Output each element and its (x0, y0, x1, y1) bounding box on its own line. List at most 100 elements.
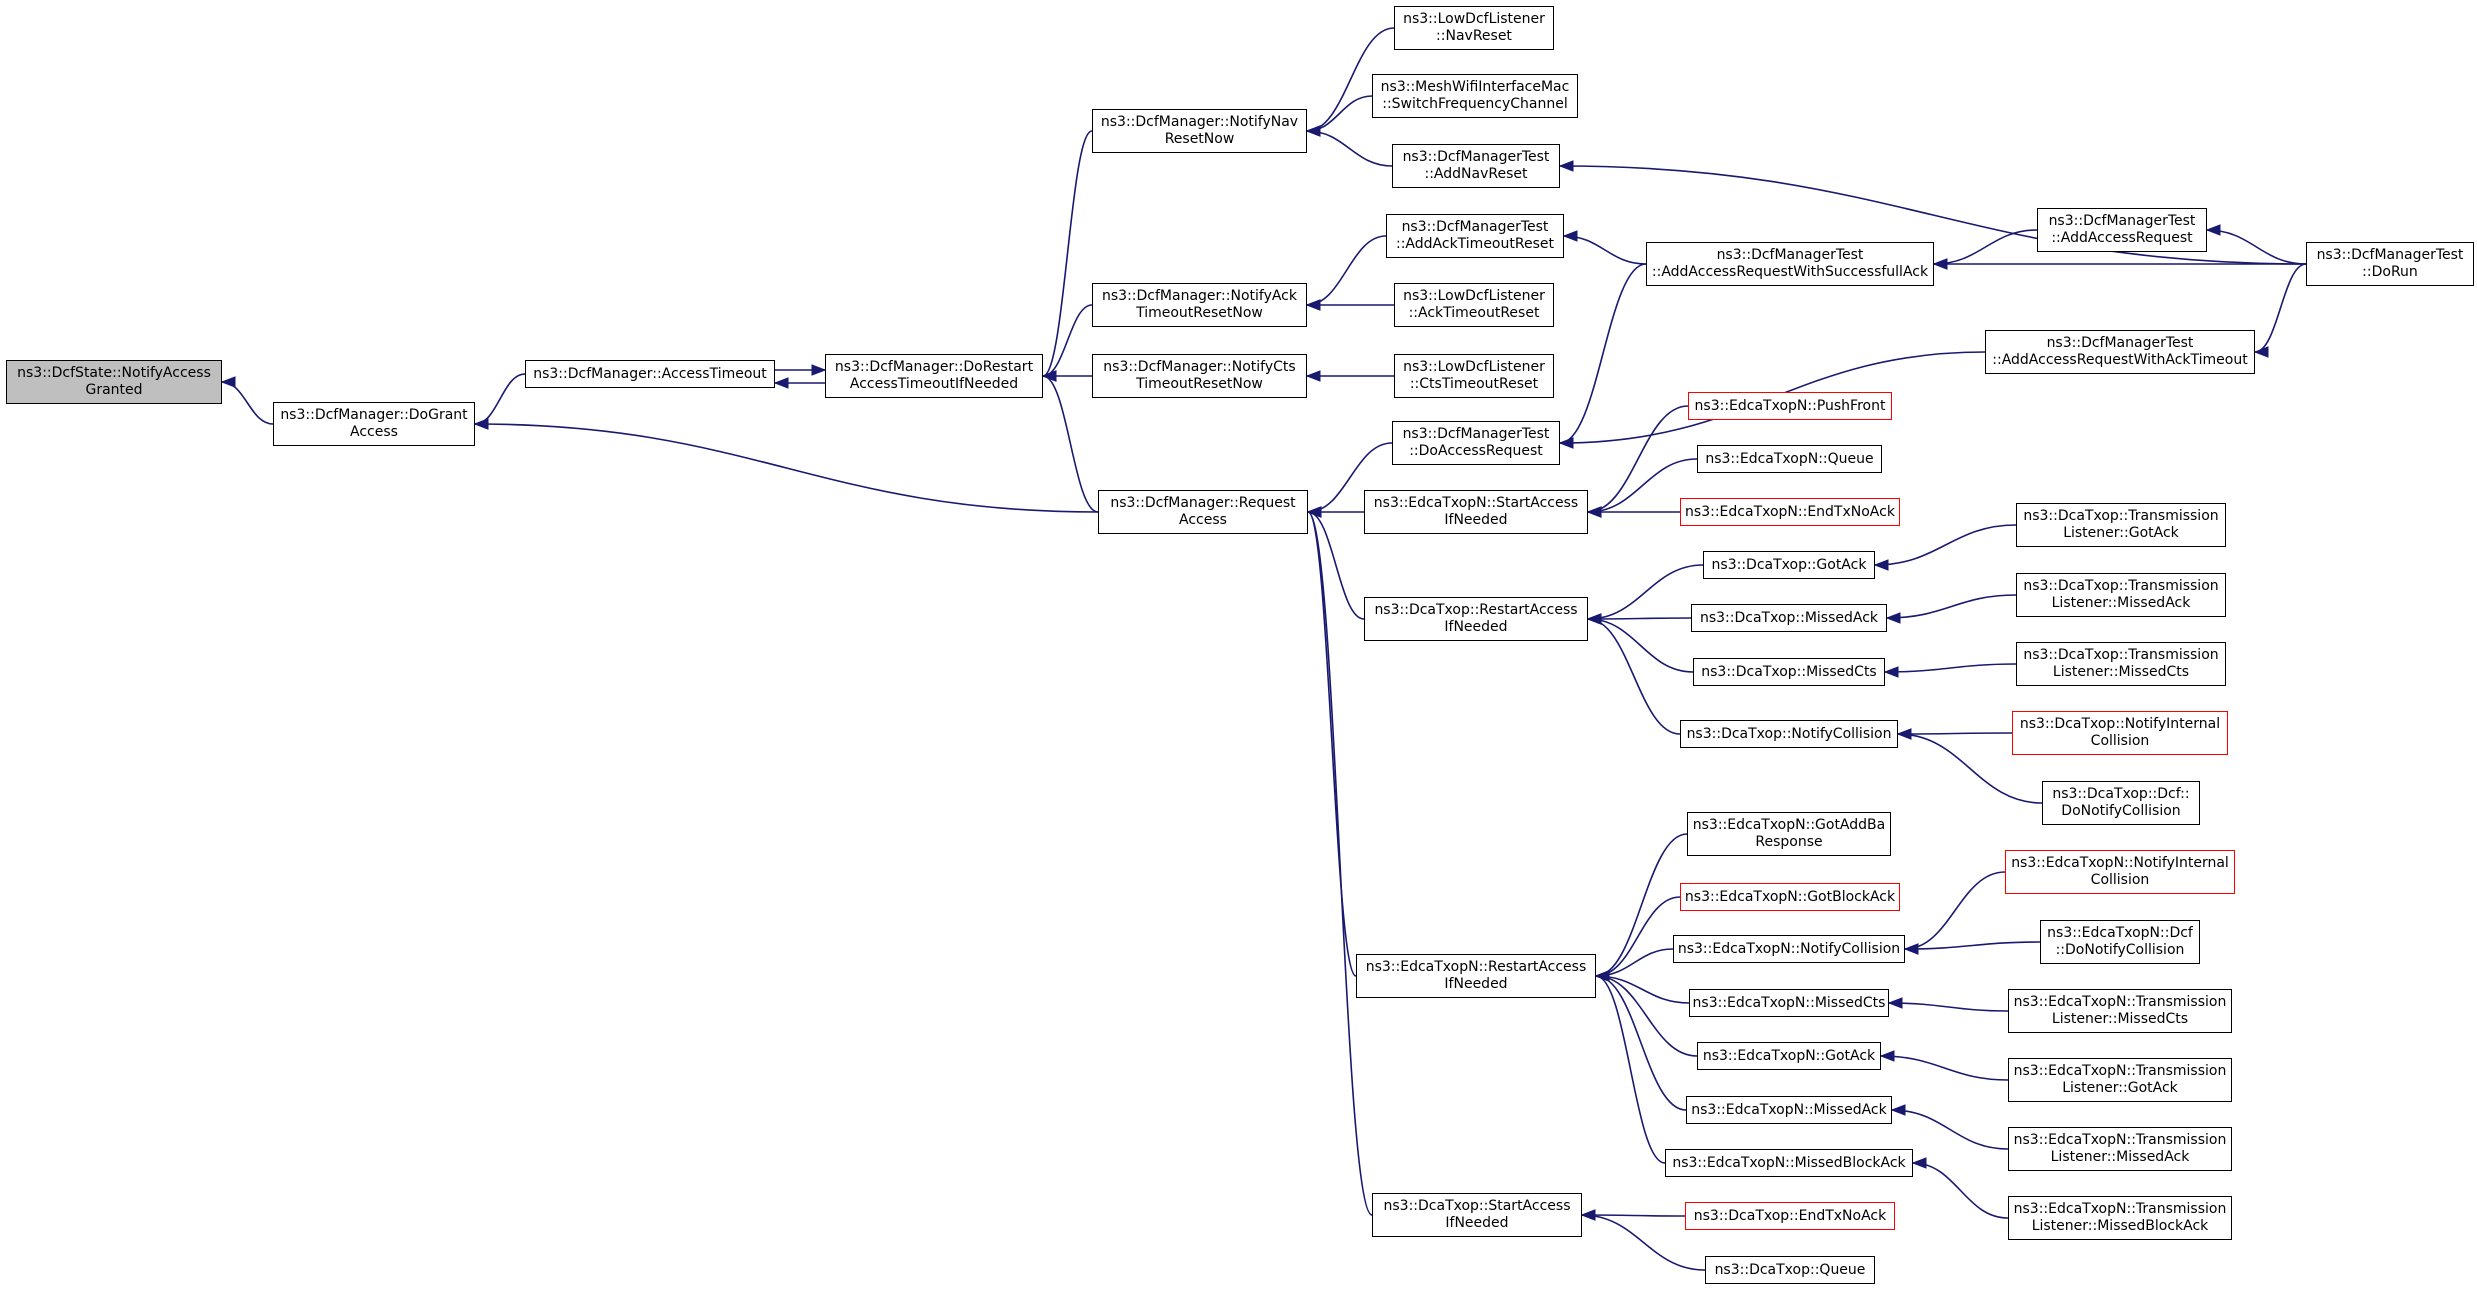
call-edge-n30-n26 (1886, 594, 2017, 619)
arrowhead-n14-n11 (1562, 230, 1578, 242)
arrowhead-n13-n7 (1305, 370, 1321, 382)
call-edge-n44-n38 (1888, 1002, 2009, 1012)
arrowhead-n16-n14 (1932, 258, 1948, 270)
graph-node-n20[interactable]: ns3::EdcaTxopN::StartAccess IfNeeded (1364, 490, 1588, 534)
graph-node-n14[interactable]: ns3::DcfManagerTest ::AddAccessRequestWi… (1646, 242, 1934, 286)
graph-node-n2[interactable]: ns3::DcfManager::DoGrant Access (273, 402, 475, 446)
graph-node-n3[interactable]: ns3::DcfManager::AccessTimeout (525, 360, 775, 388)
graph-node-n16[interactable]: ns3::DcfManagerTest ::DoRun (2306, 242, 2474, 286)
arrowhead-n33-n28 (1896, 728, 1912, 740)
call-edge-n32-n28 (1897, 732, 2013, 735)
arrowhead-n31-n27 (1883, 666, 1899, 678)
arrowhead-n23-n20 (1586, 506, 1602, 518)
call-edge-n43-n37 (1904, 941, 2041, 950)
graph-node-n12[interactable]: ns3::LowDcfListener ::AckTimeoutReset (1394, 283, 1554, 327)
graph-node-n15[interactable]: ns3::DcfManagerTest ::AddAccessRequest (2037, 208, 2207, 252)
call-edge-n48-n18 (1307, 511, 1373, 1216)
call-edge-n36-n34 (1595, 896, 1681, 977)
graph-node-n45[interactable]: ns3::EdcaTxopN::Transmission Listener::G… (2008, 1058, 2232, 1102)
call-edge-n42-n37 (1904, 871, 2006, 950)
graph-node-n9[interactable]: ns3::MeshWifiInterfaceMac ::SwitchFreque… (1372, 74, 1578, 118)
graph-node-n38[interactable]: ns3::EdcaTxopN::MissedCts (1689, 989, 1889, 1017)
arrowhead-n17-n19 (1558, 437, 1574, 449)
arrowhead-n41-n34 (1594, 970, 1610, 982)
arrowhead-n10-n5 (1305, 125, 1321, 137)
arrowhead-n28-n24 (1586, 613, 1602, 625)
graph-node-n42[interactable]: ns3::EdcaTxopN::NotifyInternal Collision (2005, 850, 2235, 894)
graph-node-n17[interactable]: ns3::DcfManagerTest ::AddAccessRequestWi… (1985, 330, 2255, 374)
graph-node-n31[interactable]: ns3::DcaTxop::Transmission Listener::Mis… (2016, 642, 2226, 686)
call-edge-n18-n4 (1042, 375, 1099, 513)
graph-node-n11[interactable]: ns3::DcfManagerTest ::AddAckTimeoutReset (1386, 214, 1564, 258)
call-edge-n45-n39 (1880, 1055, 2009, 1081)
graph-node-n28[interactable]: ns3::DcaTxop::NotifyCollision (1680, 720, 1898, 748)
call-edge-n2-n1 (221, 381, 274, 425)
graph-node-n26[interactable]: ns3::DcaTxop::MissedAck (1691, 604, 1887, 632)
graph-node-n48[interactable]: ns3::DcaTxop::StartAccess IfNeeded (1372, 1193, 1582, 1237)
graph-node-n27[interactable]: ns3::DcaTxop::MissedCts (1693, 658, 1885, 686)
graph-node-n43[interactable]: ns3::EdcaTxopN::Dcf ::DoNotifyCollision (2040, 920, 2200, 964)
call-edge-n3-n2 (474, 373, 526, 425)
graph-node-n47[interactable]: ns3::EdcaTxopN::Transmission Listener::M… (2008, 1196, 2232, 1240)
arrowhead-n3-n4 (811, 364, 827, 376)
graph-node-n49[interactable]: ns3::DcaTxop::EndTxNoAck (1685, 1202, 1895, 1230)
graph-node-n1[interactable]: ns3::DcfState::NotifyAccess Granted (6, 360, 222, 404)
graph-node-n23[interactable]: ns3::EdcaTxopN::EndTxNoAck (1680, 498, 1900, 526)
call-edge-n26-n24 (1587, 617, 1692, 620)
graph-node-n8[interactable]: ns3::LowDcfListener ::NavReset (1394, 6, 1554, 50)
call-edge-n11-n6 (1306, 235, 1387, 306)
call-edge-n40-n34 (1595, 975, 1687, 1111)
graph-node-n35[interactable]: ns3::EdcaTxopN::GotAddBa Response (1687, 812, 1891, 856)
graph-node-n13[interactable]: ns3::LowDcfListener ::CtsTimeoutReset (1394, 354, 1554, 398)
arrowhead-n16-n17 (2253, 346, 2269, 358)
call-edge-n49-n48 (1581, 1214, 1686, 1217)
graph-node-n44[interactable]: ns3::EdcaTxopN::Transmission Listener::M… (2008, 989, 2232, 1033)
graph-node-n29[interactable]: ns3::DcaTxop::Transmission Listener::Got… (2016, 503, 2226, 547)
arrowhead-n12-n6 (1305, 299, 1321, 311)
arrowhead-n44-n38 (1887, 997, 1903, 1009)
graph-node-n24[interactable]: ns3::DcaTxop::RestartAccess IfNeeded (1364, 597, 1588, 641)
graph-node-n22[interactable]: ns3::EdcaTxopN::Queue (1697, 445, 1882, 473)
call-edge-n33-n28 (1897, 733, 2043, 804)
arrowhead-n47-n41 (1911, 1157, 1927, 1169)
graph-node-n6[interactable]: ns3::DcfManager::NotifyAck TimeoutResetN… (1092, 283, 1307, 327)
graph-node-n32[interactable]: ns3::DcaTxop::NotifyInternal Collision (2012, 711, 2228, 755)
graph-node-n25[interactable]: ns3::DcaTxop::GotAck (1703, 551, 1875, 579)
call-edge-n25-n24 (1587, 564, 1704, 620)
graph-node-n5[interactable]: ns3::DcfManager::NotifyNav ResetNow (1092, 109, 1307, 153)
call-edge-n31-n27 (1884, 663, 2017, 673)
arrowhead-n48-n18 (1306, 506, 1322, 518)
graph-node-n37[interactable]: ns3::EdcaTxopN::NotifyCollision (1673, 935, 1905, 963)
graph-node-n21[interactable]: ns3::EdcaTxopN::PushFront (1688, 392, 1892, 420)
graph-node-n4[interactable]: ns3::DcfManager::DoRestart AccessTimeout… (825, 354, 1043, 398)
graph-node-n39[interactable]: ns3::EdcaTxopN::GotAck (1697, 1042, 1881, 1070)
graph-node-n30[interactable]: ns3::DcaTxop::Transmission Listener::Mis… (2016, 573, 2226, 617)
call-edge-n14-n19 (1559, 263, 1647, 444)
graph-node-n34[interactable]: ns3::EdcaTxopN::RestartAccess IfNeeded (1356, 954, 1596, 998)
arrowhead-n4-n3 (773, 377, 789, 389)
graph-node-n41[interactable]: ns3::EdcaTxopN::MissedBlockAck (1665, 1149, 1913, 1177)
graph-node-n36[interactable]: ns3::EdcaTxopN::GotBlockAck (1680, 883, 1900, 911)
call-edge-n46-n40 (1891, 1109, 2009, 1150)
call-edge-n27-n24 (1587, 618, 1694, 673)
arrowhead-n18-n2 (473, 418, 489, 430)
graph-node-n18[interactable]: ns3::DcfManager::Request Access (1098, 490, 1308, 534)
graph-node-n7[interactable]: ns3::DcfManager::NotifyCts TimeoutResetN… (1092, 354, 1307, 398)
call-edge-n41-n34 (1595, 975, 1666, 1164)
arrowhead-n29-n25 (1873, 559, 1889, 571)
call-edge-n50-n48 (1581, 1214, 1706, 1271)
call-edge-n18-n2 (474, 423, 1099, 513)
call-edge-n16-n15 (2206, 229, 2307, 265)
graph-node-n19[interactable]: ns3::DcfManagerTest ::DoAccessRequest (1392, 421, 1560, 465)
arrowhead-n30-n26 (1885, 612, 1901, 624)
arrowhead-n16-n10 (1558, 160, 1574, 172)
arrowhead-n46-n40 (1890, 1104, 1906, 1116)
call-edge-n21-n20 (1587, 405, 1689, 513)
graph-node-n46[interactable]: ns3::EdcaTxopN::Transmission Listener::M… (2008, 1127, 2232, 1171)
call-edge-n34-n18 (1307, 511, 1357, 977)
graph-node-n10[interactable]: ns3::DcfManagerTest ::AddNavReset (1392, 144, 1560, 188)
graph-node-n40[interactable]: ns3::EdcaTxopN::MissedAck (1686, 1096, 1892, 1124)
graph-node-n50[interactable]: ns3::DcaTxop::Queue (1705, 1256, 1875, 1284)
graph-node-n33[interactable]: ns3::DcaTxop::Dcf:: DoNotifyCollision (2042, 781, 2200, 825)
